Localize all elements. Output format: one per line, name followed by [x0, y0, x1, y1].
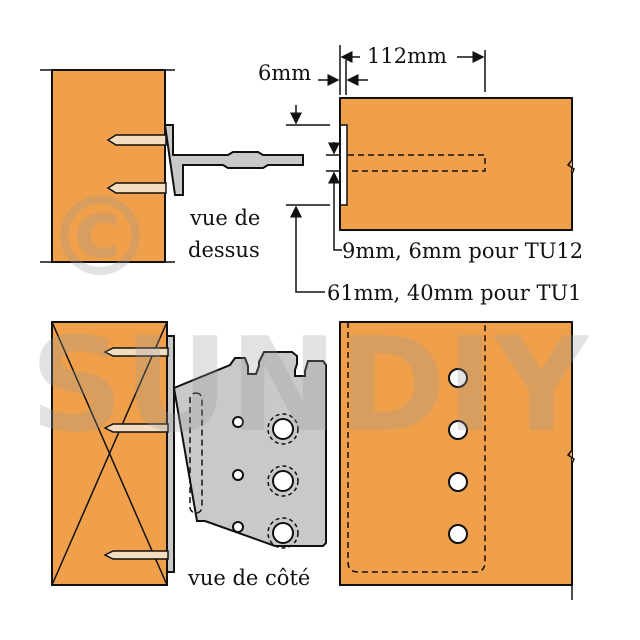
watermark: © SUNDIY: [30, 173, 590, 461]
hanger-side-view: [172, 351, 327, 547]
screws-top: [106, 134, 167, 194]
dim-width-label: 112mm: [367, 44, 447, 68]
watermark-symbol: ©: [45, 173, 155, 301]
top-view: 112mm 6mm vue de dessus 9mm, 6mm pour TU…: [40, 44, 595, 305]
side-view-label: vue de côté: [187, 566, 310, 590]
watermark-text: SUNDIY: [30, 309, 590, 461]
hanger-top-view: [163, 124, 304, 196]
top-view-label-1: vue de: [189, 206, 260, 230]
top-view-label-2: dessus: [188, 238, 260, 262]
dim-height-label: 61mm, 40mm pour TU12: [327, 281, 595, 305]
side-view: vue de côté: [51, 321, 575, 600]
joist-holes: [448, 368, 468, 544]
dim-slot-label: 9mm, 6mm pour TU12: [342, 239, 583, 263]
joist-top-view: [339, 97, 573, 231]
dim-gap-label: 6mm: [258, 61, 311, 85]
screws-side: [103, 347, 169, 560]
hanger-holes: [232, 413, 299, 549]
header-beam-top: [51, 69, 166, 263]
